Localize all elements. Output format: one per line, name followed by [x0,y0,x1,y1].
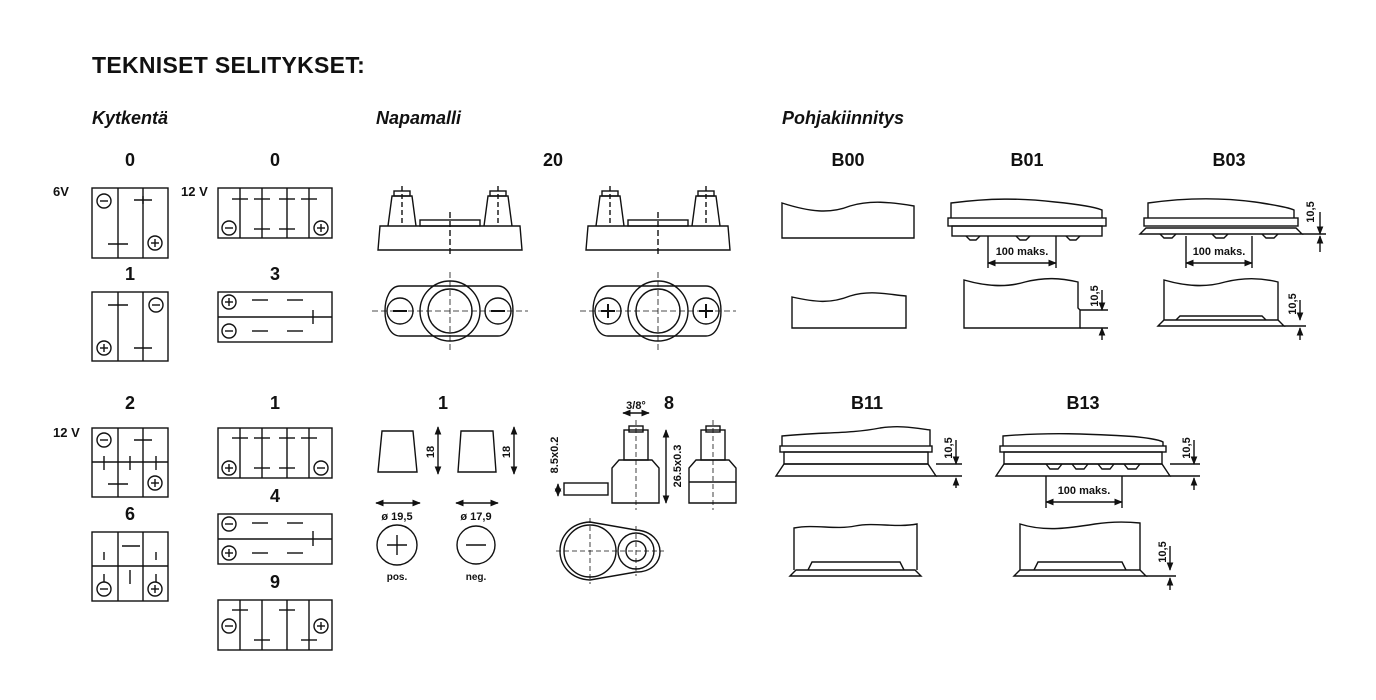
code-0-12v: 0 [269,150,281,170]
dim-8-5: 8.5x0.2 [549,437,561,474]
dim-neg-diameter: ø 17,9 [460,511,491,523]
terminal-20-top-negative [372,272,528,350]
code-terminal-20: 20 [542,150,564,170]
code-terminal-8: 8 [663,393,675,413]
section-pohjakiinnitys: Pohjakiinnitys [782,108,905,128]
label-neg: neg. [466,572,487,583]
code-b03: B03 [1212,150,1246,170]
code-terminal-1: 1 [437,393,449,413]
code-1-12v: 1 [269,393,281,413]
dim-h-b03-top: 10,5 [1305,201,1317,222]
terminal-1-negative [455,426,518,565]
dim-max-b01: 100 maks. [996,246,1049,258]
base-b11-front [774,426,962,488]
terminal-20-side-right [585,186,731,256]
base-b03-front [1138,198,1326,268]
dim-h-b03-bottom: 10,5 [1287,293,1299,314]
section-napamalli: Napamalli [376,108,462,128]
connection-9 [217,599,333,651]
base-b00-front [781,201,915,239]
code-b01: B01 [1010,150,1044,170]
dim-h-b11: 10,5 [943,437,955,458]
base-b01-side [963,277,1108,340]
terminal-8-front [688,420,737,510]
code-b13: B13 [1066,393,1100,413]
code-0-6v: 0 [124,150,136,170]
terminal-20-side-left [377,186,523,256]
base-b11-side [788,523,923,577]
voltage-12v-bottom: 12 V [53,425,80,440]
base-b13-front [994,432,1200,508]
terminal-1-positive [375,426,442,566]
dim-height-pos: 18 [425,446,437,458]
label-pos: pos. [387,572,408,583]
dim-h-b01: 10,5 [1089,285,1101,306]
code-1-6v: 1 [124,264,136,284]
base-b13-side [1012,521,1176,590]
code-4: 4 [269,486,281,506]
base-b01-front [947,198,1107,268]
dim-max-b13: 100 maks. [1058,485,1111,497]
base-b03-side [1156,277,1306,340]
terminal-8-side [554,409,670,510]
code-3: 3 [269,264,281,284]
code-9: 9 [269,572,281,592]
voltage-6v: 6V [53,184,69,199]
terminal-20-top-positive [580,272,736,350]
section-kytkenta: Kytkentä [92,108,169,128]
connection-3 [217,291,333,343]
code-b11: B11 [850,393,884,413]
voltage-12v-top: 12 V [181,184,208,199]
dim-max-b03: 100 maks. [1193,246,1246,258]
dim-height-neg: 18 [501,446,513,458]
connection-0-12v [217,187,333,239]
page-title: TEKNISET SELITYKSET: [92,52,366,78]
base-b00-side [791,292,907,329]
connection-0-6v [91,187,169,259]
dim-pos-diameter: ø 19,5 [381,511,412,523]
connection-1-6v [91,291,169,362]
code-b00: B00 [831,150,865,170]
code-6: 6 [124,504,136,524]
connection-6 [91,531,169,602]
connection-1-12v [217,427,333,479]
connection-4 [217,513,333,565]
dim-26-5: 26.5x0.3 [672,445,684,488]
code-2: 2 [124,393,136,413]
connection-2 [91,427,169,498]
dim-h-b13-top: 10,5 [1181,437,1193,458]
dim-h-b13-bottom: 10,5 [1157,541,1169,562]
terminal-8-top [556,518,664,584]
dim-angle: 3/8° [626,400,646,412]
